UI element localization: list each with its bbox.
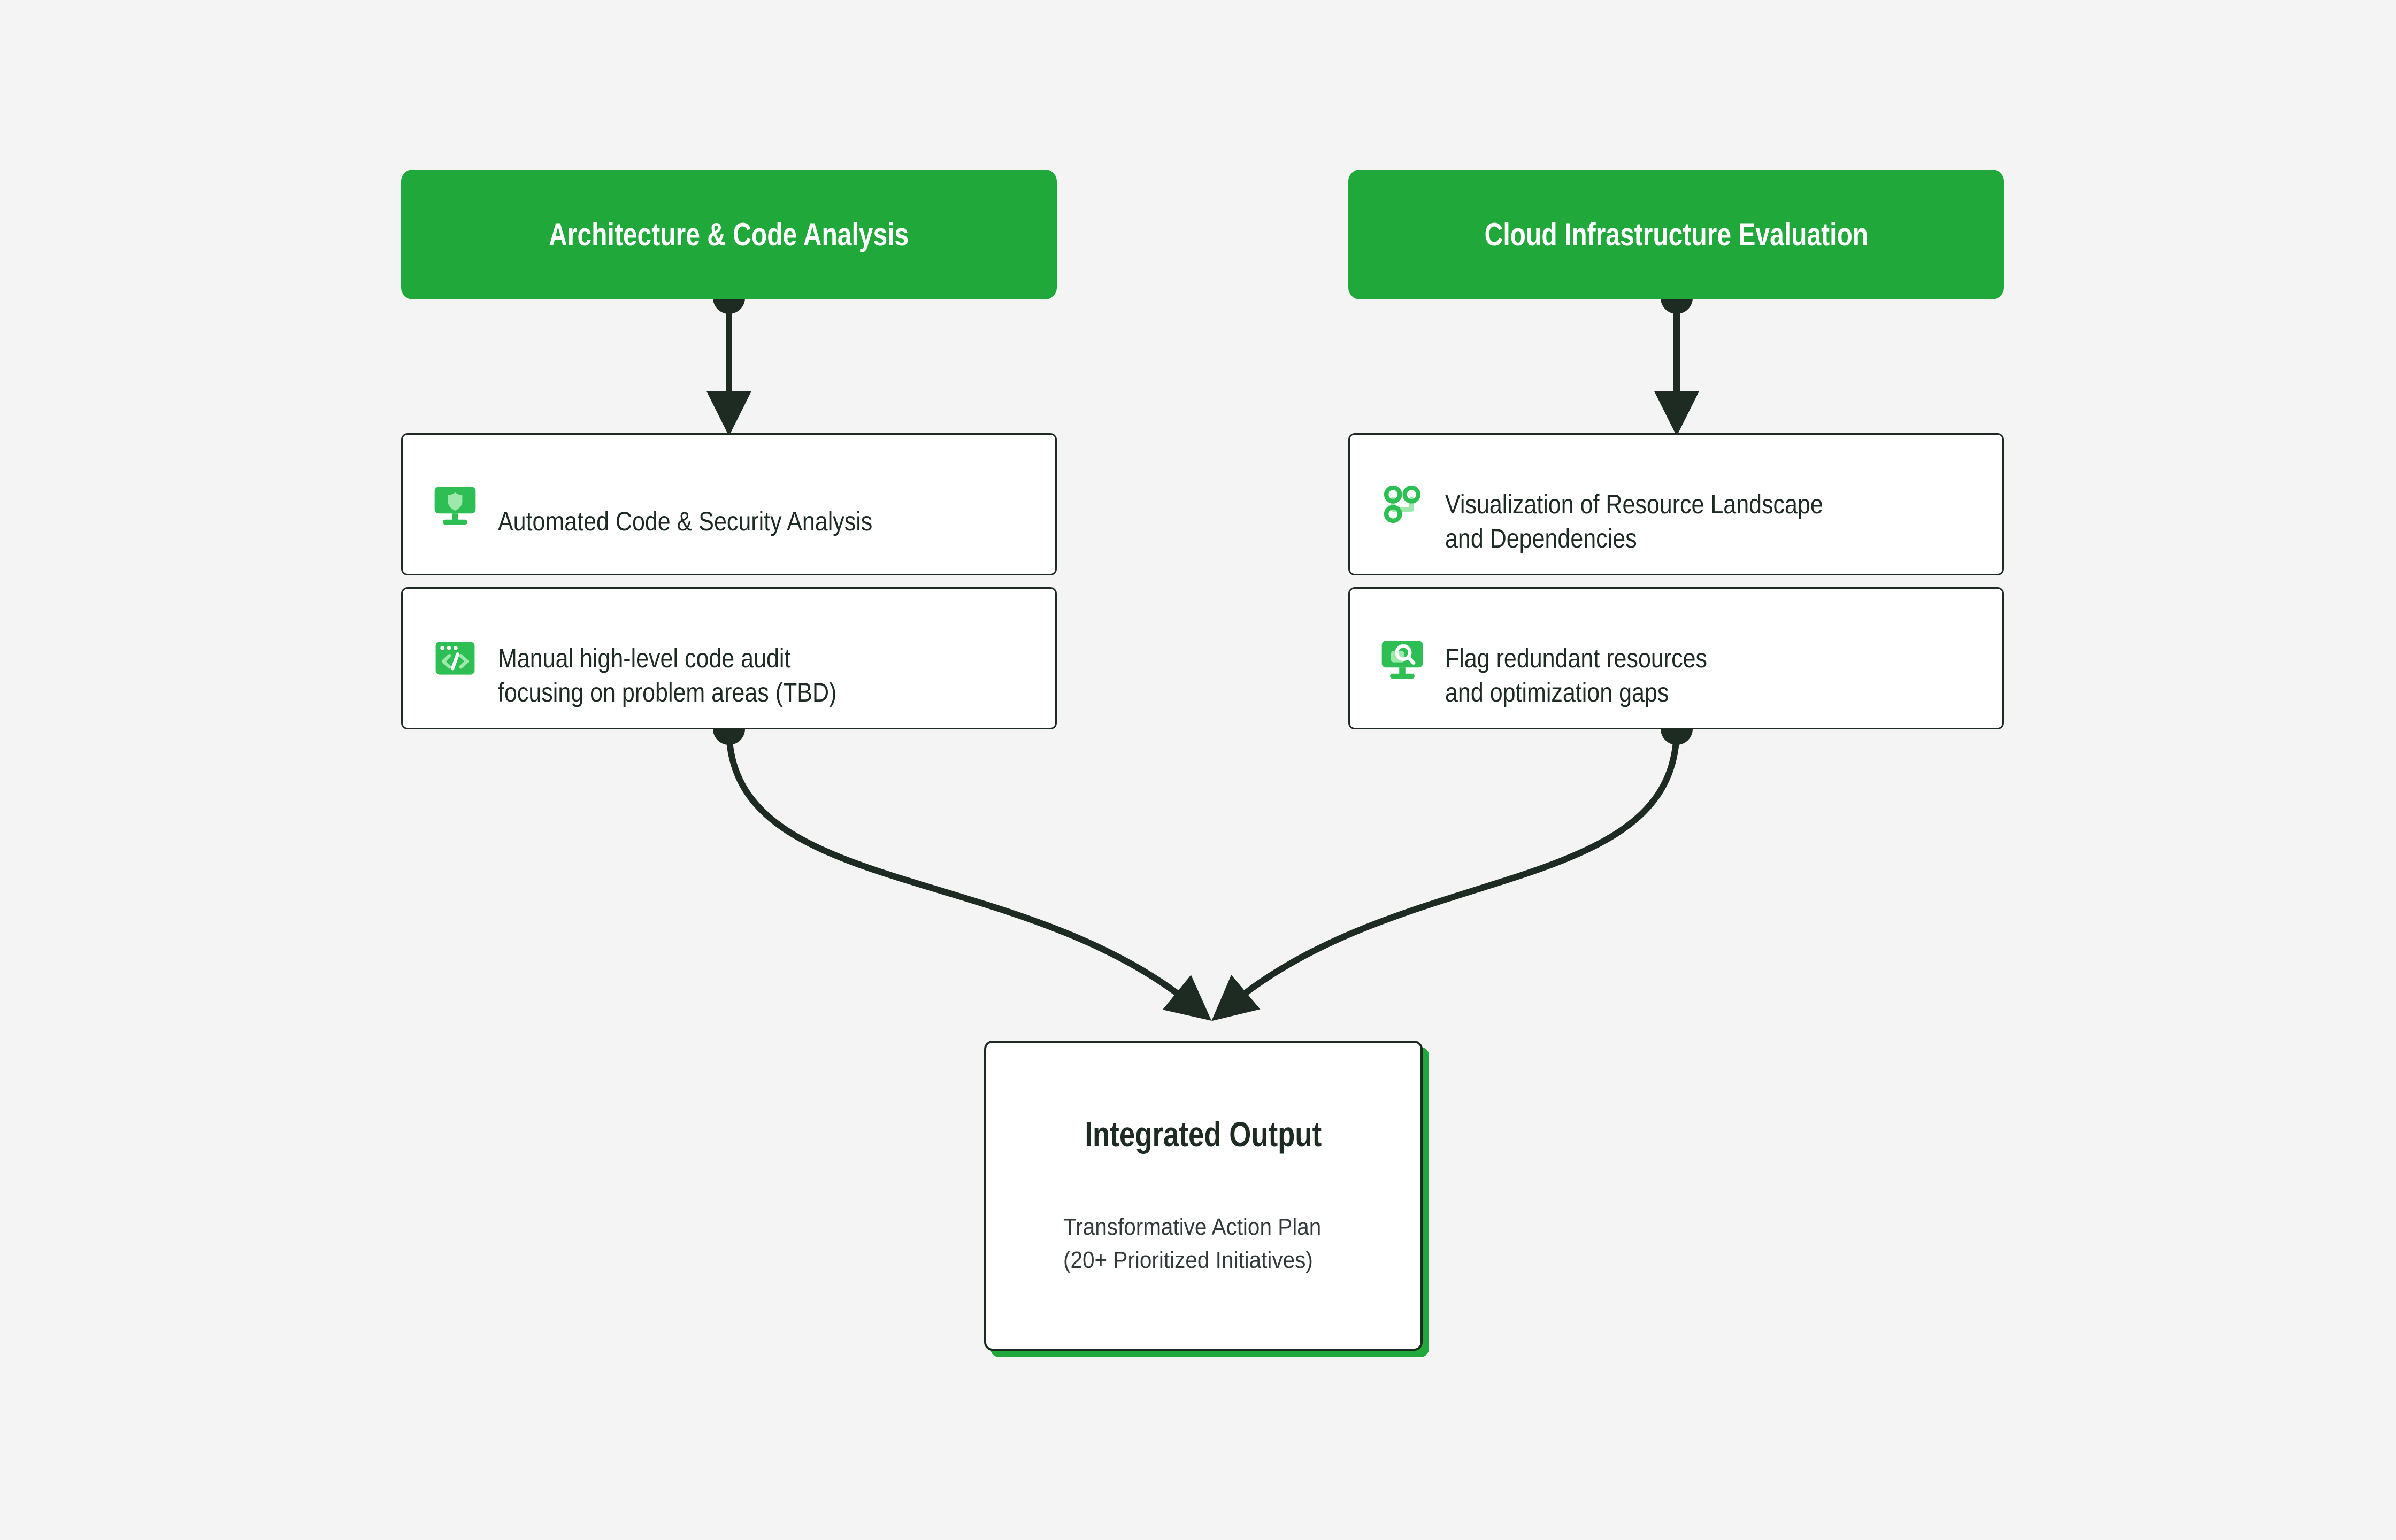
card-visualization-resource-landscape[interactable]: Visualization of Resource Landscape and … (1348, 433, 2004, 575)
monitor-shield-icon (434, 487, 476, 525)
column-header-cloud-label: Cloud Infrastructure Evaluation (1484, 217, 1868, 252)
card-manual-code-audit[interactable]: Manual high-level code audit focusing on… (401, 587, 1057, 729)
connector-arch-card2-to-output (713, 713, 1212, 1021)
integrated-output-box[interactable]: Integrated Output Transformative Action … (984, 1041, 1423, 1351)
output-title: Integrated Output (1085, 1114, 1322, 1154)
output-subtitle: Transformative Action Plan (20+ Prioriti… (1063, 1213, 1322, 1274)
card-label: Automated Code & Security Analysis (498, 506, 873, 536)
monitor-search-icon (1381, 641, 1423, 679)
column-header-cloud[interactable]: Cloud Infrastructure Evaluation (1348, 170, 2004, 299)
connector-cloud-card2-to-output (1211, 713, 1693, 1021)
card-label: Flag redundant resources and optimizatio… (1445, 643, 1708, 707)
column-header-architecture[interactable]: Architecture & Code Analysis (401, 170, 1057, 299)
connector-arch-header-to-card1 (706, 282, 751, 436)
card-automated-code-security-analysis[interactable]: Automated Code & Security Analysis (401, 433, 1057, 575)
card-label: Visualization of Resource Landscape and … (1445, 489, 1823, 553)
dependency-graph-icon (1384, 485, 1421, 523)
card-label: Manual high-level code audit focusing on… (498, 643, 837, 707)
column-header-architecture-label: Architecture & Code Analysis (549, 217, 909, 252)
connector-cloud-header-to-card1 (1654, 282, 1699, 436)
card-flag-redundant-resources[interactable]: Flag redundant resources and optimizatio… (1348, 587, 2004, 729)
code-window-icon (435, 642, 475, 675)
